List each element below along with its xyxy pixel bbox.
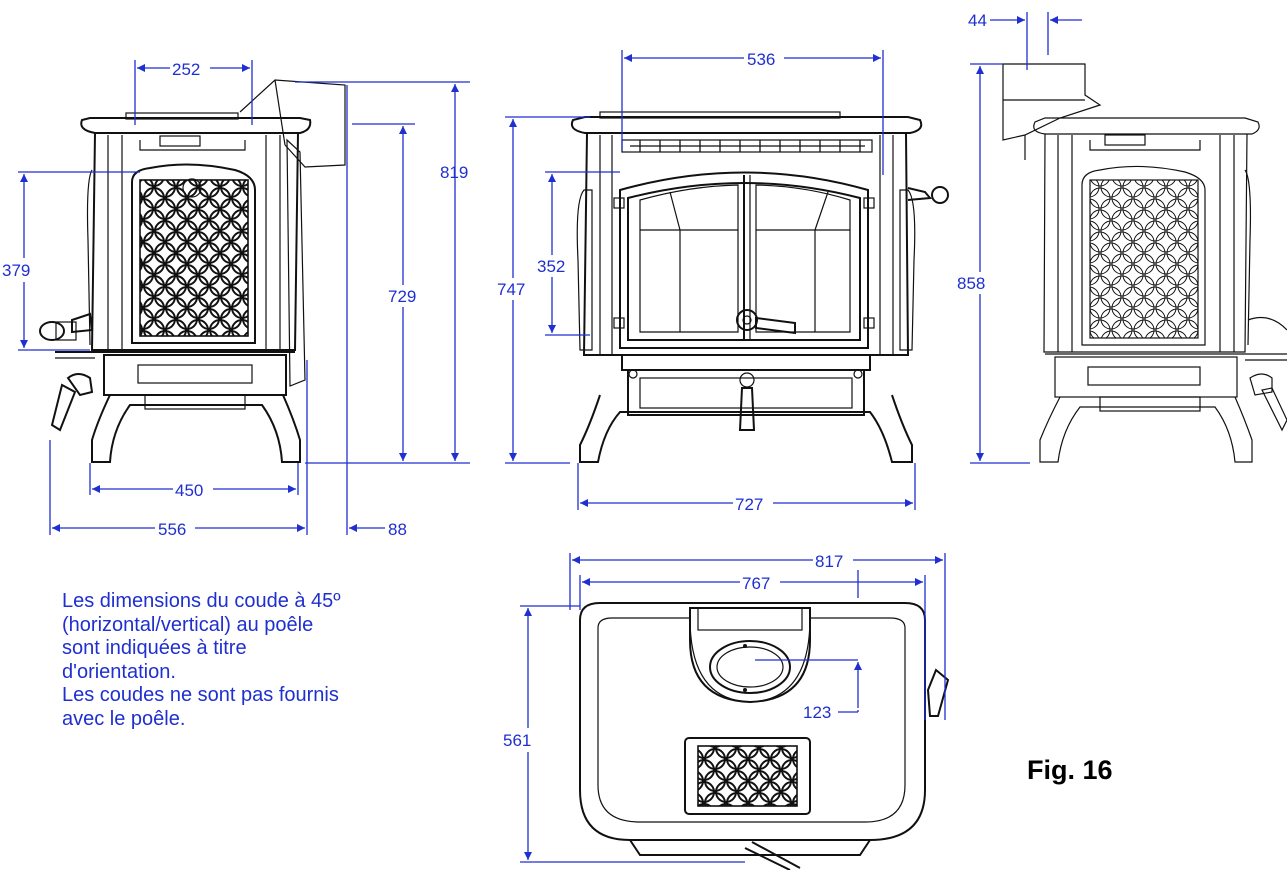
- dim-side-flue-offset: 88: [388, 520, 407, 539]
- dim-side-depth: 556: [158, 520, 186, 539]
- dim-right-flue-offset: 44: [968, 11, 987, 30]
- dim-side-door-height: 379: [2, 261, 30, 280]
- note-line: (horizontal/vertical) au poêle: [62, 613, 314, 636]
- figure-label: Fig. 16: [1027, 755, 1113, 785]
- note-line: sont indiquées à titre: [62, 637, 247, 659]
- dim-top-total-width: 817: [815, 552, 843, 571]
- dim-front-top-width: 536: [747, 50, 775, 69]
- stove-front-view: [570, 111, 949, 463]
- stove-top-view: [579, 602, 950, 870]
- dimension-values: 252 819 729 379 450 556 88 536 747 352 7…: [0, 11, 995, 752]
- dim-front-height: 747: [497, 280, 525, 299]
- note-line: avec le poêle.: [62, 707, 186, 730]
- dim-side-height-top: 729: [388, 287, 416, 306]
- dim-side-height-total: 819: [440, 163, 468, 182]
- note-line: Les coudes ne sont pas fournis: [62, 684, 339, 706]
- dim-top-flue-offset: 123: [803, 703, 831, 722]
- dimension-lines: [18, 12, 1082, 863]
- stove-left-side-view: [39, 79, 346, 463]
- dim-top-body-width: 767: [742, 574, 770, 593]
- orientation-note: Les dimensions du coude à 45º (horizonta…: [62, 590, 462, 731]
- note-line: Les dimensions du coude à 45º: [62, 590, 341, 612]
- note-line: d'orientation.: [62, 660, 176, 683]
- dim-right-height-total: 858: [957, 274, 985, 293]
- dim-front-total-width: 727: [735, 495, 763, 514]
- dim-side-top-width: 252: [172, 60, 200, 79]
- dim-top-depth: 561: [503, 731, 531, 750]
- dim-front-door-height: 352: [537, 257, 565, 276]
- stove-right-side-view: [1002, 63, 1287, 463]
- dim-side-leg-span: 450: [175, 481, 203, 500]
